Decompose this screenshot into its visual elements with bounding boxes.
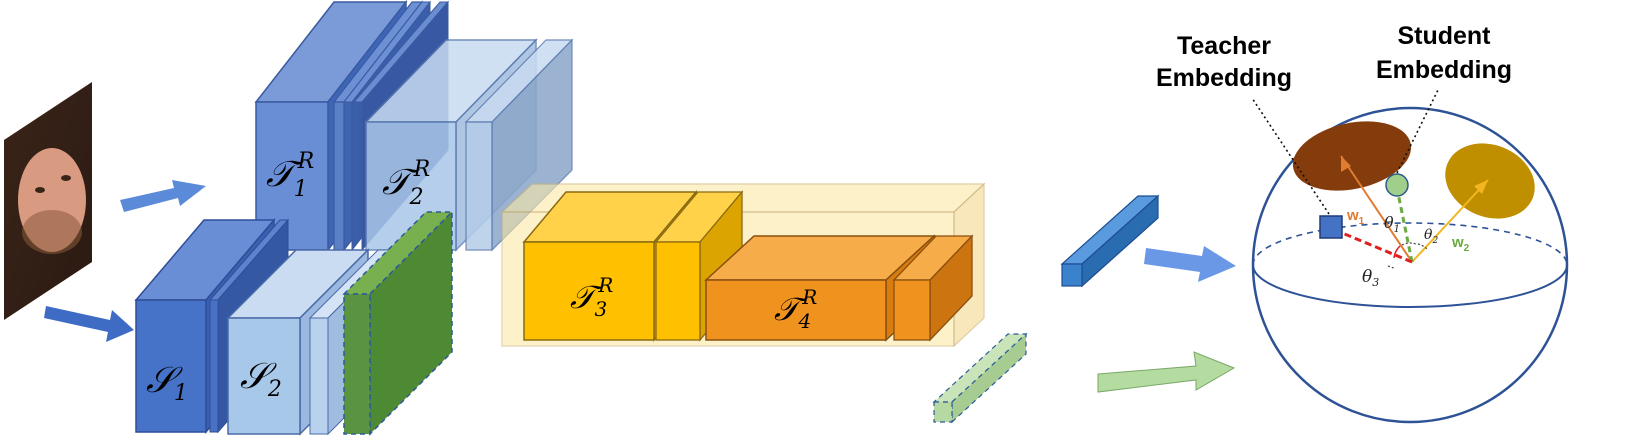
teacher-embedding-label-line1: Teacher bbox=[1177, 32, 1271, 60]
arrow-to-teacher-icon bbox=[120, 180, 206, 212]
teacher-embedding-label-line2: Embedding bbox=[1156, 64, 1292, 92]
teacher-block-4-label: 𝒯4R bbox=[774, 285, 817, 333]
theta3-label: θ3 bbox=[1362, 267, 1379, 289]
student-embedding-dot bbox=[1385, 173, 1409, 197]
teacher-network bbox=[254, 0, 574, 253]
arrow-student-embedding-icon bbox=[1097, 351, 1236, 393]
teacher-embedding-square bbox=[1319, 215, 1343, 239]
input-face-image bbox=[4, 82, 92, 320]
student-embedding-label-line1: Student bbox=[1397, 22, 1491, 50]
w2-label: w2 bbox=[1451, 234, 1470, 254]
arrow-to-student-icon bbox=[44, 306, 134, 342]
w1-label: w1 bbox=[1346, 207, 1365, 227]
teacher-embedding-vector bbox=[1060, 194, 1160, 288]
student-feature-block bbox=[342, 210, 454, 436]
teacher-block-1-label: 𝒯1R bbox=[266, 149, 314, 202]
student-embedding-vector bbox=[932, 332, 1028, 424]
student-embedding-label-line2: Embedding bbox=[1376, 56, 1512, 84]
theta1-label: θ1 bbox=[1384, 213, 1400, 235]
teacher-block-3-label: 𝒯3R bbox=[570, 273, 613, 321]
teacher-extension-container bbox=[500, 182, 986, 348]
arrow-teacher-embedding-icon bbox=[1144, 246, 1236, 282]
theta2-label: θ2 bbox=[1424, 227, 1438, 246]
student-network bbox=[134, 210, 454, 436]
class-1-cluster bbox=[1292, 121, 1412, 191]
embedding-sphere bbox=[1251, 89, 1569, 424]
class-2-cluster bbox=[1445, 143, 1535, 219]
